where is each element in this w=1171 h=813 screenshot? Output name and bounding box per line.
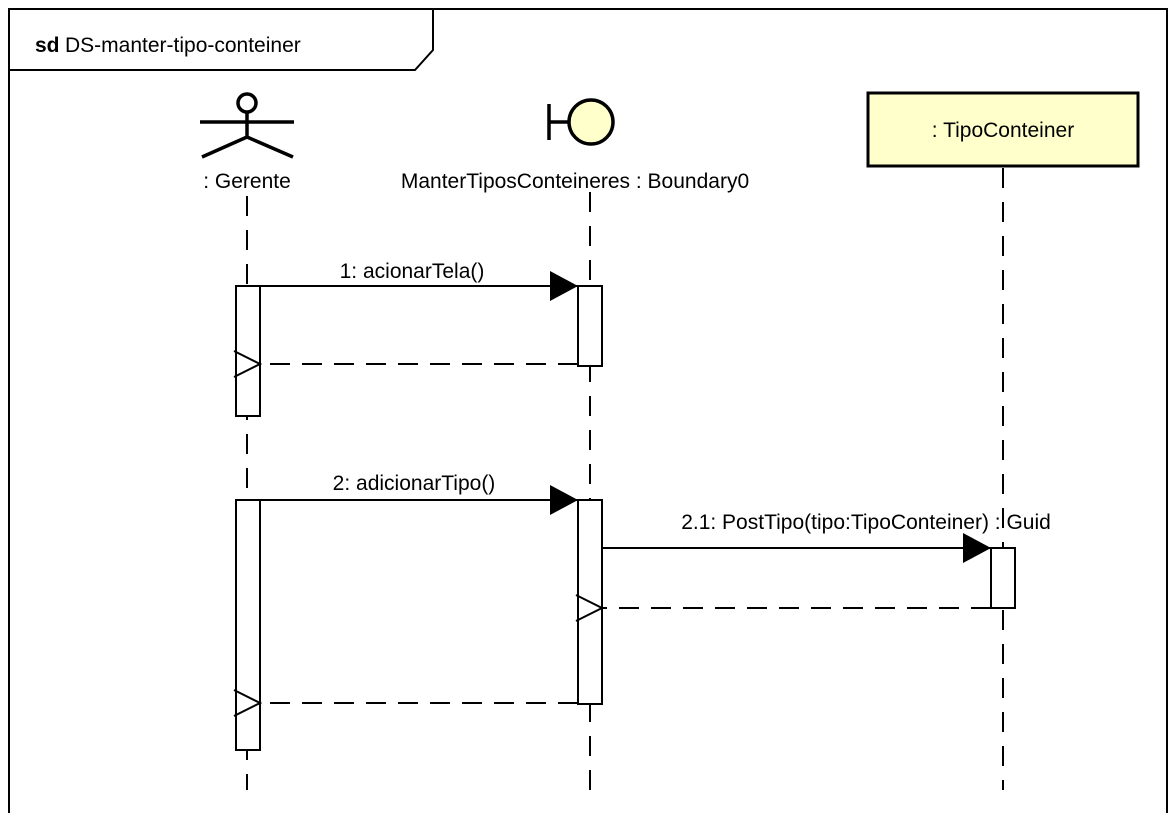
- activation-gerente-1: [235, 285, 261, 417]
- boundary-icon: [547, 98, 615, 146]
- message-1-label: 1: acionarTela(): [340, 260, 485, 283]
- diagram-frame: [8, 8, 1168, 813]
- message-2-label: 2: adicionarTipo(): [333, 472, 496, 495]
- entity-label: : TipoConteiner: [932, 119, 1074, 142]
- frame-label-box: [9, 9, 434, 71]
- activation-boundary-1: [577, 285, 603, 367]
- boundary-label: ManterTiposConteineres : Boundary0: [401, 170, 749, 193]
- activation-boundary-2: [577, 499, 603, 705]
- actor-label: : Gerente: [203, 170, 291, 193]
- message-2-1-label: 2.1: PostTipo(tipo:TipoConteiner) : Guid: [681, 511, 1051, 534]
- frame-keyword: sd: [35, 34, 60, 57]
- actor-stick-figure-icon: [200, 92, 294, 159]
- entity-box: [866, 91, 1140, 168]
- activation-tipoconteiner-1: [990, 547, 1016, 609]
- activation-gerente-2: [235, 499, 261, 751]
- frame-title: DS-manter-tipo-conteiner: [65, 34, 301, 57]
